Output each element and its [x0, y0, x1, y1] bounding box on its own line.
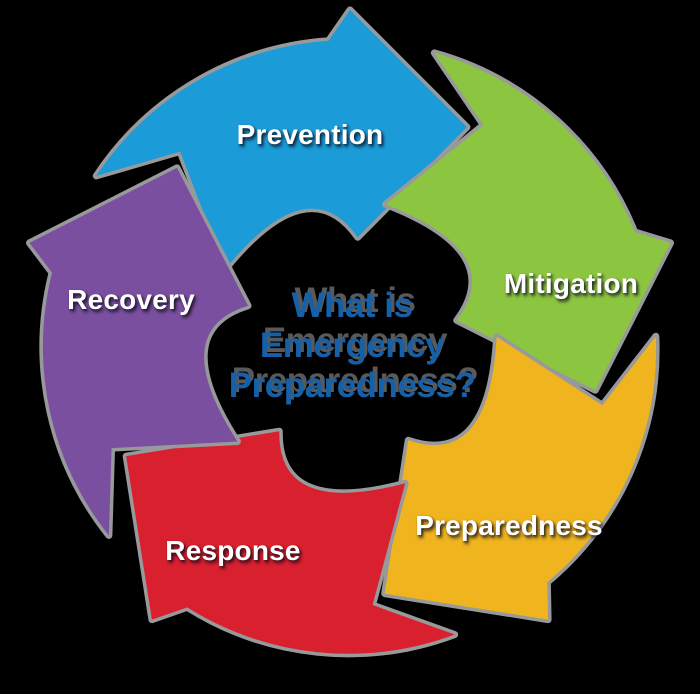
center-title-line-1: What is [291, 286, 413, 325]
arrow-label-recovery: Recovery [67, 284, 195, 315]
arrow-shape-preparedness [381, 332, 660, 624]
center-title-line-3: Preparedness? [228, 366, 476, 405]
arrow-shape-mitigation [382, 49, 675, 394]
arrow-label-prevention: Prevention [236, 119, 384, 150]
arrow-label-mitigation: Mitigation [503, 268, 639, 299]
center-title-line-2: Emergency [259, 326, 445, 365]
arrow-label-preparedness: Preparedness [415, 510, 603, 541]
center-title: What is Emergency Preparedness? [228, 286, 476, 406]
arrow-shape-response [122, 427, 459, 658]
arrow-shape-recovery [25, 164, 252, 539]
arrow-shape-prevention [92, 6, 471, 273]
arrow-label-response: Response [165, 535, 301, 566]
